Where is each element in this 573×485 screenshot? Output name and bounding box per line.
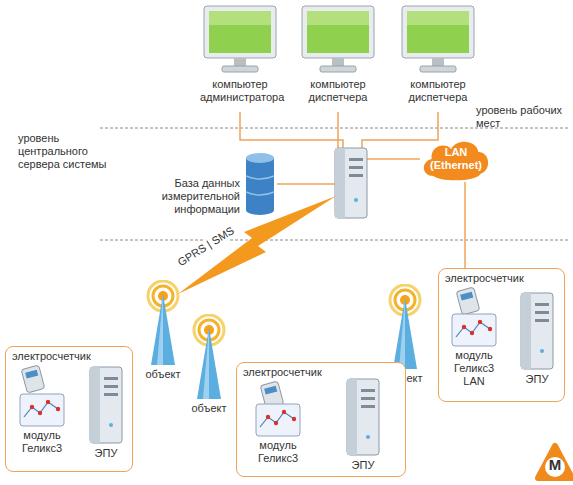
server-node: ЭПУ <box>515 291 559 386</box>
module-node: модуль Геликс3 <box>247 403 309 465</box>
monitor-node: компьютер диспетчера <box>298 4 378 104</box>
monitor-node: компьютер диспетчера <box>398 4 478 104</box>
monitor-icon <box>200 4 280 76</box>
node-label: модуль Геликс3 LAN <box>445 349 503 388</box>
electric-meter-icon <box>20 365 46 395</box>
meter-group-box: электросчетчик модуль Геликс3ЭПУ <box>5 346 133 472</box>
level-separator <box>100 240 570 241</box>
module-node: модуль Геликс3 LAN <box>445 313 503 388</box>
node-label: LAN (Ethernet) <box>426 146 486 172</box>
module-icon <box>19 393 65 427</box>
module-node: модуль Геликс3 <box>12 393 72 455</box>
node-label: ЭПУ <box>515 373 559 386</box>
central-server <box>335 148 367 218</box>
monitor-node: компьютер администратора <box>200 4 280 104</box>
meter-group-box: электросчетчик модуль Геликс3 LAN ЭПУ <box>438 268 565 402</box>
tower-node: объект <box>186 314 232 415</box>
module-icon <box>255 403 301 437</box>
lan-cloud: LAN (Ethernet) <box>420 136 492 182</box>
node-label: модуль Геликс3 <box>247 439 309 465</box>
company-logo <box>538 446 572 478</box>
node-label: ЭПУ <box>84 447 128 460</box>
node-label: База данных измерительной информации <box>160 177 240 216</box>
node-label: компьютер диспетчера <box>398 78 478 104</box>
link-wire <box>464 182 466 268</box>
level-label: уровень рабочих мест <box>476 104 570 130</box>
server-icon <box>517 291 557 371</box>
tower-icon <box>382 284 428 370</box>
meter-group-box: электросчетчик модуль Геликс3ЭПУ <box>236 362 406 477</box>
node-label: модуль Геликс3 <box>12 429 72 455</box>
node-label: компьютер администратора <box>200 78 280 104</box>
db-node: База данных измерительной информации <box>160 150 278 218</box>
tower-icon <box>186 314 232 400</box>
monitor-icon <box>398 4 478 76</box>
level-label: уровень центрального сервера системы <box>18 132 130 171</box>
server-node: ЭПУ <box>341 377 385 472</box>
electric-meter-icon <box>455 287 481 317</box>
node-label: компьютер диспетчера <box>298 78 378 104</box>
node-label: электросчетчик <box>6 347 132 363</box>
node-label: объект <box>186 402 232 415</box>
logo-letter: M <box>540 458 570 471</box>
module-icon <box>451 313 497 347</box>
server-node: ЭПУ <box>84 365 128 460</box>
tower-icon <box>140 280 186 366</box>
channel-label: GPRS | SMS <box>160 214 252 278</box>
db-icon <box>244 150 276 218</box>
server-icon <box>343 377 383 457</box>
node-label: электросчетчик <box>237 363 405 379</box>
node-label: электросчетчик <box>439 269 564 285</box>
server-icon <box>86 365 126 445</box>
node-label: ЭПУ <box>341 459 385 472</box>
monitor-icon <box>298 4 378 76</box>
tower-node: объект <box>138 280 188 381</box>
node-label: объект <box>138 368 188 381</box>
